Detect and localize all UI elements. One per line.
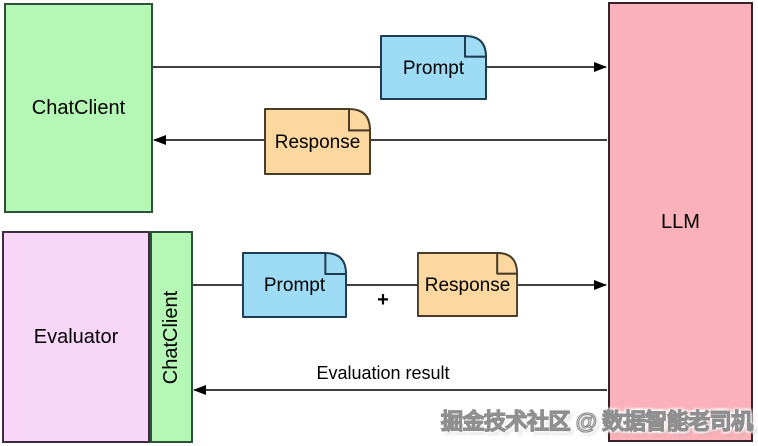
- note-shape-icon: [242, 252, 347, 318]
- doc-label: Prompt: [263, 275, 326, 296]
- llm-label: LLM: [661, 210, 700, 233]
- prompt-doc-top: Prompt: [380, 35, 487, 100]
- evaluator-chatclient-strip: ChatClient: [150, 231, 193, 443]
- evaluation-result-label: Evaluation result: [316, 363, 450, 383]
- doc-label: Response: [424, 274, 511, 296]
- chatclient-node: ChatClient: [4, 3, 153, 213]
- llm-node: LLM: [608, 2, 753, 442]
- doc-label: Prompt: [402, 57, 465, 79]
- note-shape-icon: [417, 252, 518, 317]
- note-shape-icon: [264, 108, 371, 175]
- response-doc-bottom: Response: [417, 252, 518, 317]
- prompt-doc-bottom: Prompt: [242, 252, 347, 318]
- evaluator-node: Evaluator: [2, 231, 150, 443]
- evaluator-label: Evaluator: [33, 325, 119, 348]
- response-doc-top: Response: [264, 108, 371, 175]
- chatclient-label: ChatClient: [31, 96, 126, 119]
- plus-label: +: [377, 289, 389, 311]
- doc-label: Response: [274, 131, 361, 153]
- watermark: 掘金技术社区 @ 数据智能老司机: [440, 408, 753, 434]
- note-shape-icon: [380, 35, 487, 100]
